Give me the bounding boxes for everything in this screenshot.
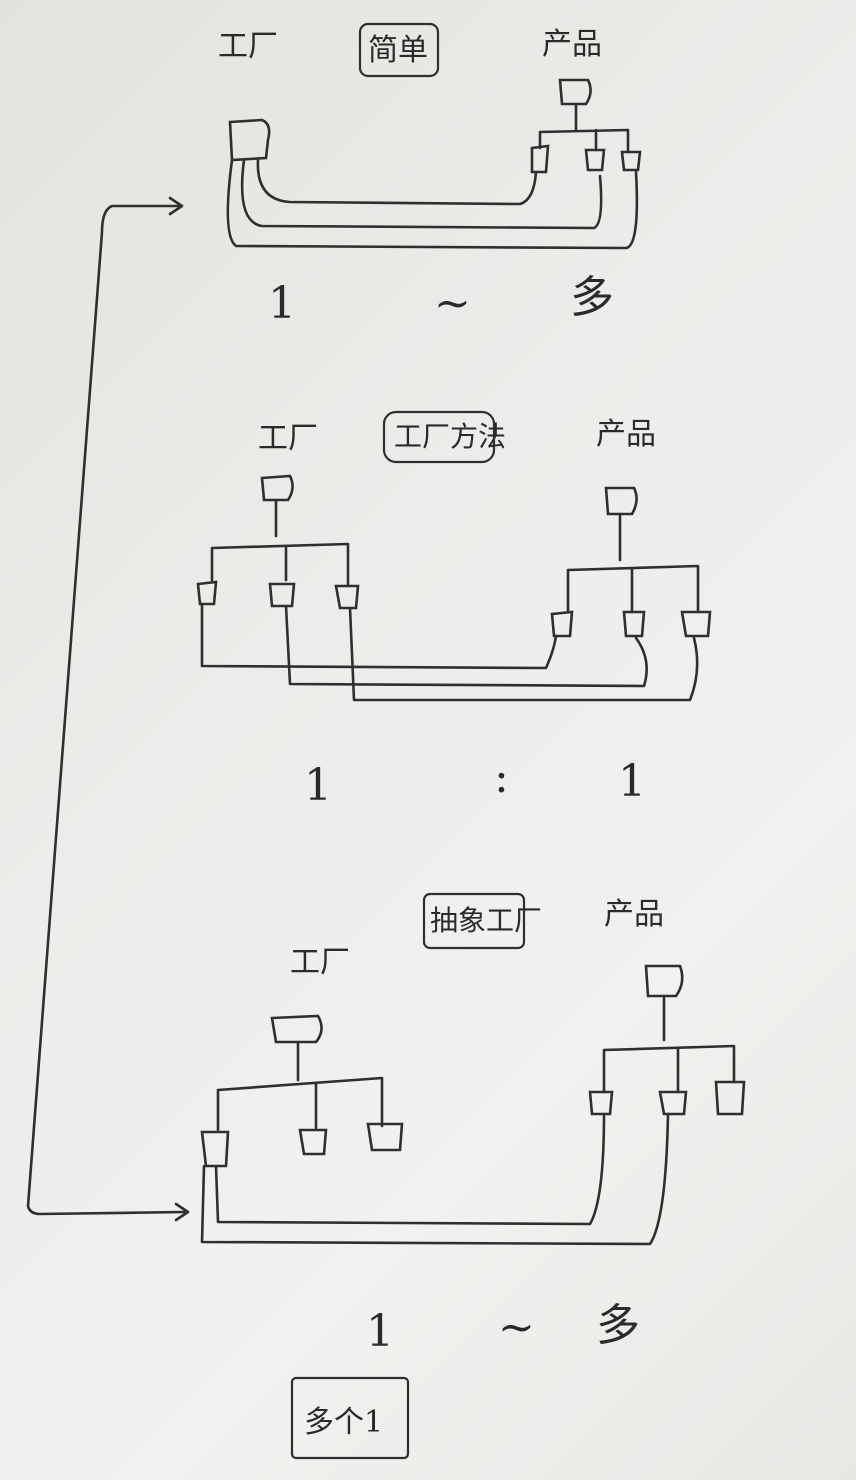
connection-line: [256, 158, 538, 206]
ratio-left: 1: [268, 278, 296, 329]
ratio-right: 多: [596, 1300, 640, 1351]
ratio-sep: ~: [434, 278, 471, 329]
connection-line: [348, 606, 699, 702]
factory-child-node: [196, 580, 218, 606]
arrowhead-bottom-icon: [174, 1202, 190, 1222]
section-factory-method: 工厂 工厂方法 产品 1 : 1: [196, 410, 712, 811]
footer: 多个1: [290, 1376, 410, 1460]
pattern-title: 工厂方法: [394, 420, 506, 453]
connection-line: [226, 158, 639, 250]
ratio-left: 1: [366, 1306, 394, 1357]
feedback-arrow-line: [26, 204, 186, 1216]
product-tree-branches: [602, 994, 736, 1094]
product-child-node: [584, 148, 606, 172]
pattern-title: 简单: [368, 33, 428, 68]
footer-label: 多个1: [304, 1405, 383, 1440]
factory-child-node: [366, 1122, 404, 1152]
factory-node: [228, 118, 271, 162]
factory-label: 工厂: [218, 29, 278, 64]
product-child-node: [588, 1090, 614, 1116]
product-child-node: [530, 144, 550, 174]
product-tree-branches: [538, 102, 630, 154]
connection-line: [214, 1112, 606, 1226]
arrowhead-top-icon: [168, 196, 184, 216]
product-label: 产品: [542, 27, 602, 62]
factory-child-node: [268, 582, 296, 608]
factory-label: 工厂: [290, 945, 350, 980]
factory-child-node: [200, 1130, 230, 1168]
connection-line: [284, 604, 648, 688]
title-box: [358, 22, 440, 78]
product-label: 产品: [604, 897, 664, 932]
product-root-node: [604, 486, 638, 516]
section-simple: 工厂 简单 产品 1 ~ 多: [218, 22, 642, 329]
factory-child-node: [334, 584, 360, 610]
factory-tree-branches: [216, 1040, 384, 1132]
title-box: [382, 410, 496, 464]
connection-line: [240, 158, 603, 230]
ratio-sep: :: [494, 752, 509, 803]
long-feedback-arrow: [26, 196, 190, 1222]
ratio-left: 1: [304, 760, 332, 811]
ratio-right: 多: [570, 272, 614, 323]
product-label: 产品: [596, 417, 656, 452]
connection-line: [200, 602, 558, 670]
section-abstract-factory: 工厂 抽象工厂 产品 1 ~ 多: [200, 892, 746, 1357]
factory-label: 工厂: [258, 421, 318, 456]
product-child-node: [550, 610, 574, 638]
product-child-node: [620, 150, 642, 172]
connection-line: [200, 1112, 670, 1246]
pattern-title: 抽象工厂: [430, 904, 542, 937]
factory-root-node: [270, 1014, 323, 1044]
product-root-node: [644, 964, 684, 998]
product-child-node: [680, 610, 712, 638]
ratio-right: 1: [618, 756, 646, 807]
product-child-node: [658, 1090, 688, 1116]
product-child-node: [714, 1080, 746, 1116]
title-box: [422, 892, 526, 950]
ratio-sep: ~: [498, 1302, 535, 1353]
product-root-node: [558, 78, 592, 106]
factory-child-node: [298, 1128, 328, 1156]
factory-root-node: [260, 474, 294, 502]
product-child-node: [622, 610, 646, 638]
product-tree-branches: [566, 512, 700, 614]
footer-box: [290, 1376, 410, 1460]
factory-tree-branches: [210, 498, 350, 586]
